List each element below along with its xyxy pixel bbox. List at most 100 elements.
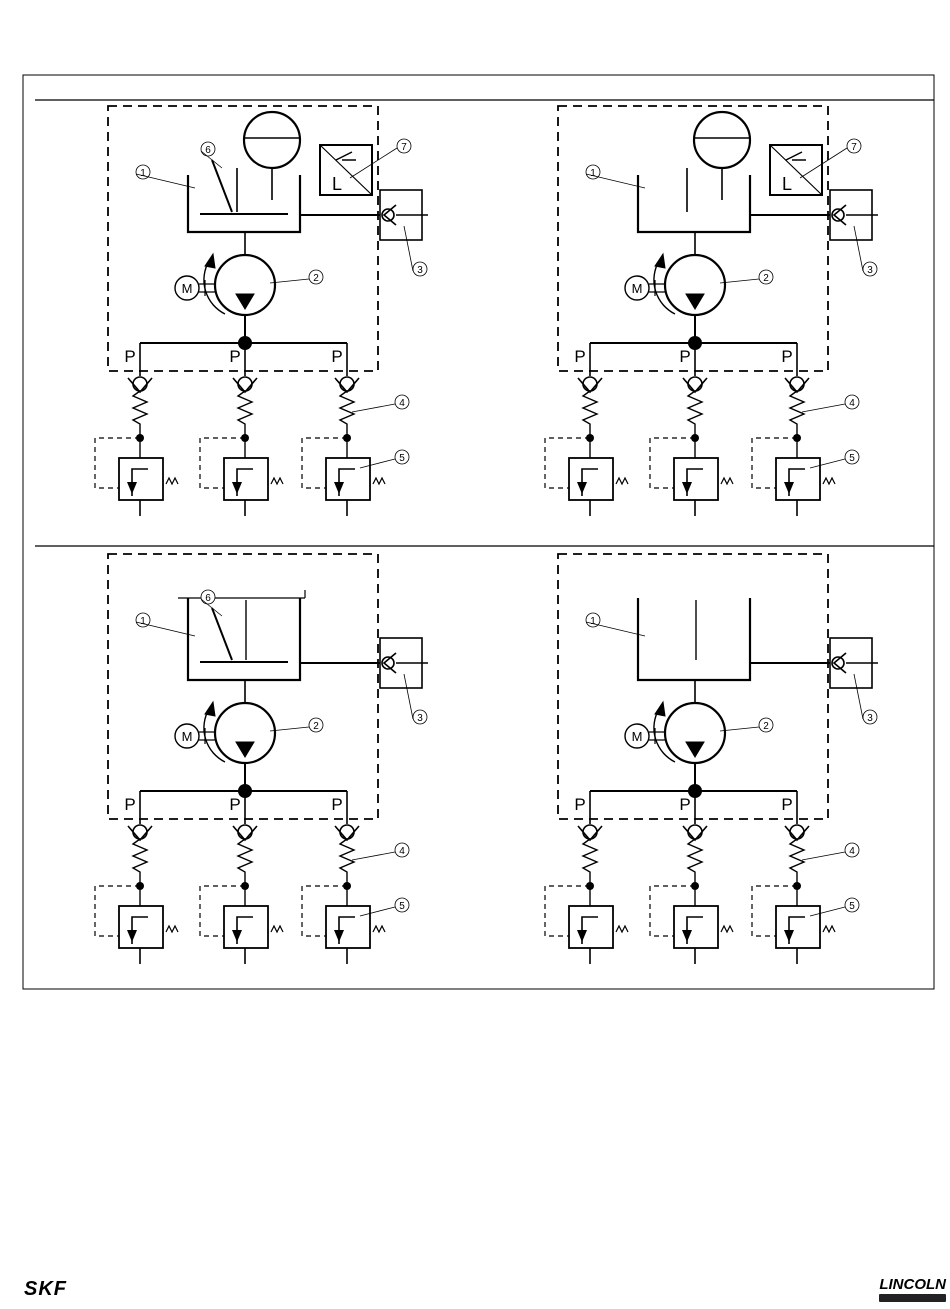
outlet-3-relief-box (776, 458, 820, 500)
outlet-2-check-ball (238, 377, 252, 391)
motor-letter: M (632, 281, 643, 296)
outlet-3-relief-spring (373, 478, 385, 484)
outlet-3-relief-box (326, 906, 370, 948)
callout-fill-check-number: 3 (867, 265, 873, 276)
outlet-1-relief-box (569, 906, 613, 948)
outlet-1-check-ball (583, 377, 597, 391)
callout-reservoir-leader (136, 174, 195, 188)
callout-switch-number: 7 (851, 142, 857, 153)
skf-logo: SKF (24, 1278, 67, 1301)
motor-letter: M (182, 281, 193, 296)
reservoir (638, 175, 750, 232)
callout-pump-number: 2 (763, 273, 769, 284)
outlet-3-relief-spring (373, 926, 385, 932)
callout-pump-number: 2 (763, 721, 769, 732)
outlet-2-port-label: P (229, 347, 240, 366)
reservoir (188, 175, 300, 232)
outlet-3-check-ball (340, 825, 354, 839)
rotation-arrowhead (655, 254, 665, 268)
outlet-3-port-label: P (781, 795, 792, 814)
outlet-2-relief-spring (721, 478, 733, 484)
callout-reservoir-leader (136, 622, 195, 636)
callout-pump-leader (270, 279, 309, 283)
pump-boundary (558, 554, 828, 819)
outlet-1-relief-spring (616, 478, 628, 484)
outlet-2-spring (238, 839, 252, 886)
callout-fill-check-number: 3 (417, 265, 423, 276)
callout-reservoir-leader (586, 174, 645, 188)
callout-outlet-number: 4 (399, 398, 405, 409)
callout-outlet-number: 4 (399, 846, 405, 857)
outlet-1-relief-spring (166, 926, 178, 932)
rotation-arrowhead (655, 702, 665, 716)
outlet-1-spring (583, 839, 597, 886)
level-switch-letter: L (782, 174, 792, 194)
rotation-arrowhead (205, 702, 215, 716)
outlet-3-port-label: P (781, 347, 792, 366)
outlet-1-relief-spring (166, 478, 178, 484)
callout-relief-number: 5 (399, 901, 405, 912)
outlet-1-port-label: P (124, 795, 135, 814)
outlet-3-check-ball (790, 825, 804, 839)
callout-reservoir-number: 1 (140, 616, 146, 627)
callout-pump-leader (720, 279, 759, 283)
outlet-2-port-label: P (229, 795, 240, 814)
outlet-2-relief-spring (271, 478, 283, 484)
outlet-2-check-ball (238, 825, 252, 839)
reservoir-lid (178, 590, 305, 598)
outlet-1-spring (583, 391, 597, 438)
callout-relief-number: 5 (849, 901, 855, 912)
outlet-3-port-label: P (331, 795, 342, 814)
outlet-3-relief-box (776, 906, 820, 948)
callout-outlet-leader (352, 404, 395, 412)
rotation-arrowhead (205, 254, 215, 268)
callout-outlet-leader (802, 852, 845, 860)
callout-pump-number: 2 (313, 273, 319, 284)
callout-pump-number: 2 (313, 721, 319, 732)
outlet-1-check-ball (583, 825, 597, 839)
callout-outlet-leader (352, 852, 395, 860)
callout-outlet-leader (802, 404, 845, 412)
gauge-circle (244, 112, 300, 168)
lincoln-logo-text: LINCOLN (879, 1276, 946, 1293)
callout-outlet-number: 4 (849, 398, 855, 409)
callout-pump-leader (270, 727, 309, 731)
callout-fill-check-number: 3 (867, 713, 873, 724)
outlet-2-relief-spring (271, 926, 283, 932)
reservoir (638, 598, 750, 680)
outlet-1-port-label: P (574, 795, 585, 814)
outlet-1-port-label: P (574, 347, 585, 366)
outlet-2-check-ball (688, 377, 702, 391)
lincoln-logo-bar (879, 1294, 946, 1302)
outlet-3-check-ball (790, 377, 804, 391)
callout-reservoir-number: 1 (590, 168, 596, 179)
pump-boundary (108, 554, 378, 819)
callout-relief-number: 5 (399, 453, 405, 464)
outlet-2-relief-box (224, 458, 268, 500)
outlet-3-relief-spring (823, 926, 835, 932)
outlet-1-check-ball (133, 825, 147, 839)
motor-letter: M (182, 729, 193, 744)
outlet-2-spring (688, 391, 702, 438)
outlet-2-spring (238, 391, 252, 438)
outlet-3-port-label: P (331, 347, 342, 366)
reservoir (188, 598, 300, 680)
outlet-1-spring (133, 839, 147, 886)
outlet-1-relief-box (119, 906, 163, 948)
diagram-top-left: 61L73M2PPP45 (95, 106, 428, 516)
outlet-3-relief-box (326, 458, 370, 500)
diagram-bottom-right: 13M2PPP45 (545, 554, 878, 964)
outlet-1-relief-spring (616, 926, 628, 932)
callout-reservoir-number: 1 (140, 168, 146, 179)
callout-plate-number: 6 (205, 593, 211, 604)
callout-plate-number: 6 (205, 145, 211, 156)
outlet-2-relief-spring (721, 926, 733, 932)
skf-logo-text: SKF (24, 1278, 67, 1300)
callout-reservoir-number: 1 (590, 616, 596, 627)
outlet-1-port-label: P (124, 347, 135, 366)
outlet-2-relief-box (224, 906, 268, 948)
level-switch-letter: L (332, 174, 342, 194)
outlet-1-spring (133, 391, 147, 438)
